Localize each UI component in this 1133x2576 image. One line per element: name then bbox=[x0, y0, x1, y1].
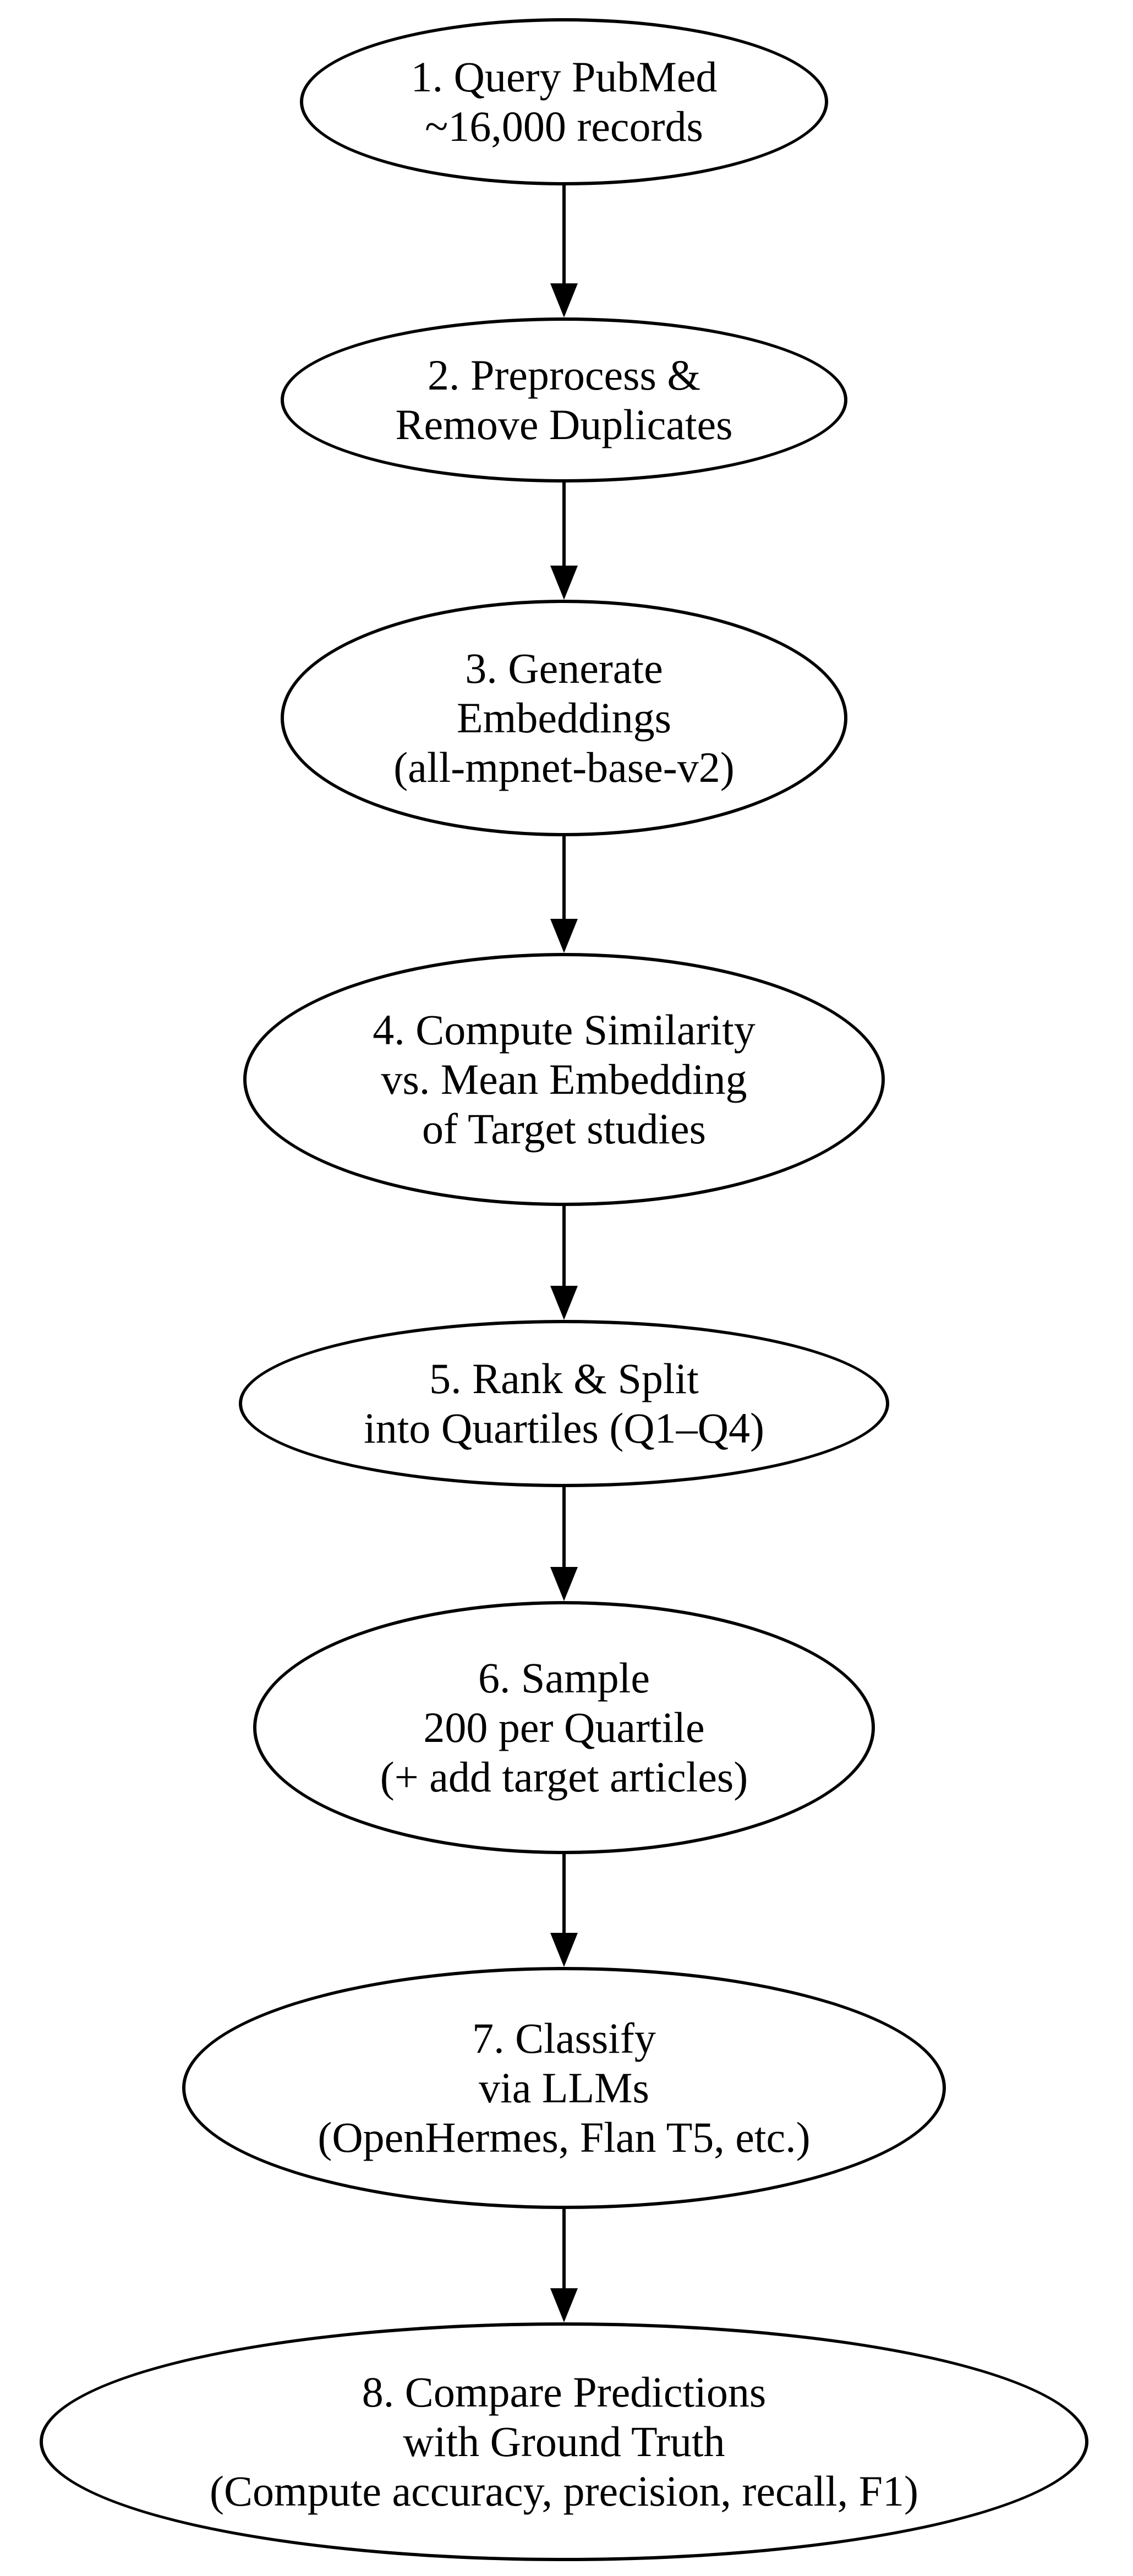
arrow-shaft bbox=[562, 1487, 566, 1570]
node-label: 4. Compute Similarity vs. Mean Embedding… bbox=[373, 1006, 756, 1153]
arrowhead-down-icon bbox=[550, 1286, 578, 1320]
arrow-shaft bbox=[562, 1206, 566, 1289]
arrowhead-down-icon bbox=[550, 2288, 578, 2322]
node-compare-predictions: 8. Compare Predictions with Ground Truth… bbox=[40, 2322, 1088, 2561]
node-sample-per-quartile: 6. Sample 200 per Quartile (+ add target… bbox=[253, 1601, 875, 1854]
arrow-shaft bbox=[562, 185, 566, 287]
node-compute-similarity: 4. Compute Similarity vs. Mean Embedding… bbox=[243, 953, 885, 1206]
arrow-shaft bbox=[562, 2209, 566, 2292]
node-preprocess-remove-duplicates: 2. Preprocess & Remove Duplicates bbox=[281, 317, 847, 483]
node-label: 6. Sample 200 per Quartile (+ add target… bbox=[380, 1654, 748, 1801]
arrowhead-down-icon bbox=[550, 919, 578, 953]
arrow-shaft bbox=[562, 483, 566, 569]
arrow-shaft bbox=[562, 1854, 566, 1936]
node-classify-via-llms: 7. Classify via LLMs (OpenHermes, Flan T… bbox=[182, 1967, 946, 2209]
node-label: 5. Rank & Split into Quartiles (Q1–Q4) bbox=[364, 1355, 764, 1452]
node-label: 3. Generate Embeddings (all-mpnet-base-v… bbox=[393, 644, 735, 791]
edge-arrow-6-7 bbox=[550, 1854, 578, 1967]
arrowhead-down-icon bbox=[550, 283, 578, 317]
node-label: 7. Classify via LLMs (OpenHermes, Flan T… bbox=[318, 2014, 811, 2161]
arrowhead-down-icon bbox=[550, 1567, 578, 1601]
arrowhead-down-icon bbox=[550, 566, 578, 600]
edge-arrow-1-2 bbox=[550, 185, 578, 317]
arrow-shaft bbox=[562, 836, 566, 922]
node-label: 2. Preprocess & Remove Duplicates bbox=[395, 351, 733, 448]
node-generate-embeddings: 3. Generate Embeddings (all-mpnet-base-v… bbox=[281, 600, 847, 836]
edge-arrow-2-3 bbox=[550, 483, 578, 600]
node-rank-split-quartiles: 5. Rank & Split into Quartiles (Q1–Q4) bbox=[239, 1320, 889, 1487]
edge-arrow-3-4 bbox=[550, 836, 578, 953]
edge-arrow-5-6 bbox=[550, 1487, 578, 1601]
node-query-pubmed: 1. Query PubMed ~16,000 records bbox=[300, 18, 828, 185]
arrowhead-down-icon bbox=[550, 1933, 578, 1967]
node-label: 8. Compare Predictions with Ground Truth… bbox=[210, 2368, 918, 2515]
node-label: 1. Query PubMed ~16,000 records bbox=[410, 53, 718, 150]
edge-arrow-4-5 bbox=[550, 1206, 578, 1320]
edge-arrow-7-8 bbox=[550, 2209, 578, 2322]
